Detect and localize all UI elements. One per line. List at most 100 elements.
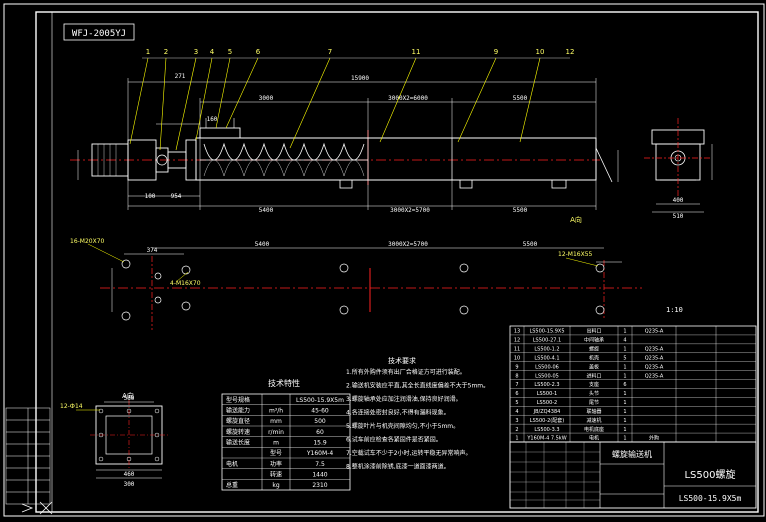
- parts-list-cell: 头节: [589, 390, 599, 397]
- notes-line: 1.所有外购件须有出厂合格证方可进行装配。: [346, 368, 466, 376]
- parts-list-cell: 电机: [589, 435, 599, 442]
- dim-total: 15900: [351, 75, 369, 82]
- tech-table-cell: LS500-15.9X5m: [296, 397, 344, 404]
- parts-list-cell: 5: [623, 355, 626, 361]
- part-label-5: 5: [228, 48, 232, 56]
- drawing-code-box: [63, 23, 135, 41]
- part-leaders: [129, 57, 570, 151]
- plan-dim-mid: 3000X2=5700: [388, 241, 428, 248]
- dim-954: 954: [171, 193, 182, 200]
- dimension-lines: [77, 78, 619, 210]
- parts-list-cell: LS500-27.1: [533, 338, 561, 344]
- end-dim-400: 400: [673, 197, 684, 204]
- notes-lines: 1.所有外购件须有出厂合格证方可进行装配。 2.输送机安装应平直,其全长直线度偏差…: [346, 368, 489, 471]
- plan-dim-5500: 5500: [523, 241, 538, 248]
- part-label-3: 3: [194, 48, 198, 56]
- dim-right: 5500: [513, 95, 528, 102]
- parts-list-cell: 1: [623, 400, 626, 406]
- dim-bottom-5500: 5500: [513, 207, 528, 214]
- notes-line: 5.螺旋叶片与机壳间隙均匀,不小于5mm。: [346, 422, 459, 430]
- parts-list-cell: JB/ZQ4384: [533, 409, 561, 415]
- parts-list-cell: LS500-05: [535, 373, 559, 379]
- title-block-number: LS500-15.9X5m: [679, 494, 742, 503]
- tech-table-cell: 型号规格: [226, 396, 250, 404]
- parts-list-cell: 1: [623, 373, 626, 379]
- inner-border: [35, 11, 759, 513]
- bolt-spec-mid: 4-M16X70: [170, 280, 201, 287]
- tech-table-cell: mm: [270, 418, 282, 425]
- parts-list-cell: Q235-A: [645, 329, 664, 335]
- anchor-holes: [121, 259, 605, 321]
- view-a-title: A向: [122, 391, 134, 400]
- tech-table-cell: m: [273, 440, 279, 447]
- parts-list-cell: 4: [623, 338, 626, 344]
- parts-list-cell: LS500-1.2: [534, 347, 559, 353]
- view-a-dim-300: 300: [124, 481, 135, 488]
- dim-mid: 3000X2=6000: [388, 95, 428, 102]
- dim-160: 160: [207, 116, 218, 123]
- parts-list-cell: LS500-2.3: [534, 382, 559, 388]
- tech-table-cell: 螺旋转速: [226, 428, 250, 436]
- parts-list-cell: 12: [514, 338, 520, 344]
- parts-list-cell: 1: [623, 409, 626, 415]
- part-label-6: 6: [256, 48, 261, 56]
- view-a: A向 12-Ф14 580 460 300: [60, 391, 168, 488]
- parts-list-cell: 外购: [649, 435, 659, 442]
- parts-list-cell: 螺旋: [589, 346, 599, 353]
- notes-line: 2.输送机安装应平直,其全长直线度偏差不大于5mm。: [346, 382, 489, 390]
- notes-line: 4.各连接处密封良好,不得有漏料现象。: [346, 409, 450, 417]
- plan-leaders: [87, 243, 599, 283]
- tech-table-cell: 型号: [270, 449, 282, 457]
- tech-table-cell: 45-60: [311, 408, 329, 415]
- part-label-9: 9: [494, 48, 498, 56]
- tech-table-cell: Y160M-4: [306, 450, 333, 457]
- parts-list-cell: 1: [623, 436, 626, 442]
- tech-table-cell: 输送长度: [226, 439, 250, 447]
- bolt-spec-left: 16-M20X70: [70, 238, 105, 245]
- part-label-2: 2: [164, 48, 168, 56]
- parts-list-cell: Q235-A: [645, 347, 664, 353]
- parts-list-cell: 1: [623, 418, 626, 424]
- tech-table-cell: r/min: [268, 429, 284, 436]
- title-block-main: 螺旋输送机: [612, 449, 652, 459]
- title-block: 螺旋输送机 LS500螺旋 LS500-15.9X5m: [509, 441, 757, 509]
- parts-list-cell: 13: [514, 329, 520, 335]
- part-label-11: 11: [412, 48, 421, 56]
- parts-list-cell: 1: [623, 427, 626, 433]
- parts-list-cell: 3: [515, 418, 518, 424]
- parts-list-cell: 5: [515, 400, 518, 406]
- parts-list-cell: LS500-2: [537, 400, 558, 406]
- parts-list-cell: 机壳: [589, 354, 599, 361]
- dim-bottom-5400: 5400: [259, 207, 274, 214]
- part-label-4: 4: [210, 48, 215, 56]
- end-view: [644, 118, 713, 213]
- support-legs: [339, 179, 567, 189]
- parts-list-cell: 7: [515, 382, 518, 388]
- parts-list-cell: Q235-A: [645, 364, 664, 370]
- notes-line: 8.整机涂漆前除锈,底漆一道面漆两道。: [346, 463, 450, 471]
- tech-table-cell: 7.5: [315, 461, 325, 468]
- title-block-name: LS500螺旋: [684, 468, 735, 481]
- parts-list-cell: 8: [515, 373, 518, 379]
- parts-list-cell: LS500-2(配套): [530, 417, 564, 424]
- tech-table-cell: 输送能力: [226, 407, 250, 415]
- parts-list-cell: 联轴器: [586, 408, 601, 415]
- parts-list-cell: 1: [623, 329, 626, 335]
- parts-list-cell: 11: [514, 347, 520, 353]
- parts-list-cell: 中间轴承: [584, 337, 604, 344]
- parts-list-cell: 减速机: [586, 417, 601, 424]
- parts-list-cell: Y160M-4 7.5kW: [526, 436, 566, 442]
- parts-list-cell: 4: [515, 409, 518, 415]
- parts-list-cell: Q235-A: [645, 373, 664, 379]
- plan-dimensions: [111, 247, 622, 312]
- binding-strip: [5, 407, 51, 505]
- parts-list-cell: 10: [514, 355, 520, 361]
- plan-view: 5400 3000X2=5700 5500 374 16-M20X70 4-M1…: [70, 238, 683, 330]
- part-label-12: 12: [566, 48, 575, 56]
- parts-list-cell: Q235-A: [645, 355, 664, 361]
